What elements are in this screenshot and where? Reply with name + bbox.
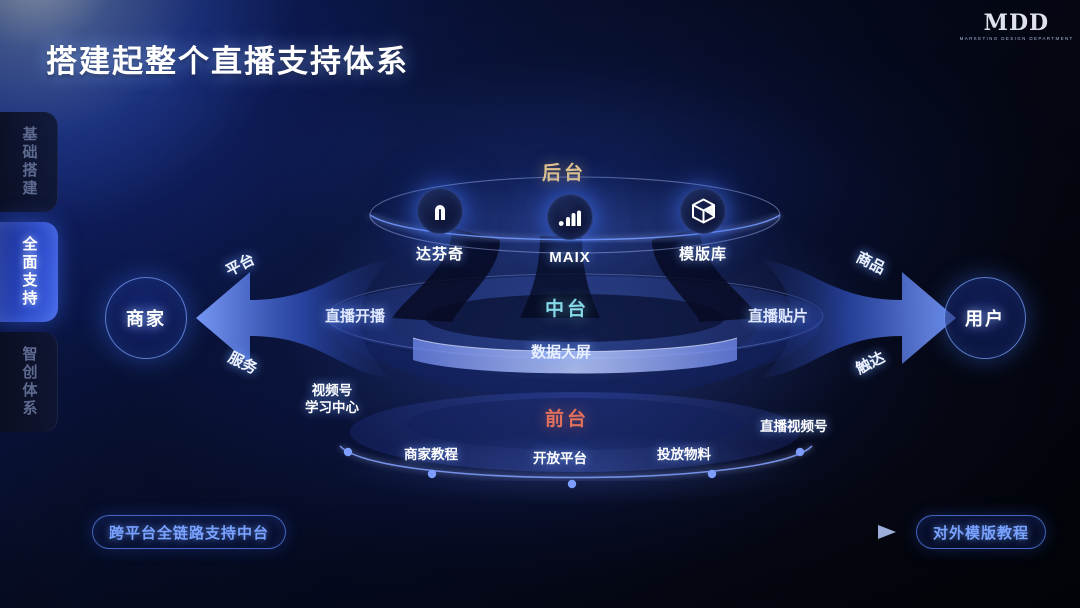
middle-label-live-start[interactable]: 直播开播 (325, 308, 386, 325)
front-label-ad-material[interactable]: 投放物料 (657, 447, 711, 462)
backend-item-davinci[interactable]: 达芬奇 (380, 188, 500, 264)
backend-item-maix[interactable]: MAIX (510, 194, 630, 266)
sidebar-item-full-support[interactable]: 全面支持 (0, 222, 58, 322)
footer-pill-right[interactable]: 对外模版教程 (915, 515, 1046, 549)
front-label-open-platform[interactable]: 开放平台 (533, 451, 587, 466)
sidebar-item-innovation[interactable]: 智创体系 (0, 332, 58, 432)
backend-label-davinci: 达芬奇 (415, 246, 464, 263)
arch-icon (417, 188, 463, 234)
front-label-learning-line2: 学习中心 (305, 399, 359, 415)
backend-item-template-library[interactable]: 模版库 (643, 188, 763, 264)
backend-label-template: 模版库 (678, 246, 727, 263)
logo-subtitle-text: MARKETING DESIGN DEPARTMENT (959, 36, 1074, 41)
node-user[interactable]: 用户 (944, 277, 1026, 359)
page-title: 搭建起整个直播支持体系 (46, 44, 409, 79)
front-label-learning-center[interactable]: 视频号 学习中心 (305, 383, 359, 417)
signal-wave-icon (547, 194, 593, 240)
layer-title-front: 前台 (545, 409, 590, 430)
middle-label-data-screen[interactable]: 数据大屏 (531, 344, 592, 361)
node-merchant[interactable]: 商家 (105, 277, 187, 359)
footer-pill-left[interactable]: 跨平台全链路支持中台 (92, 515, 287, 549)
layer-title-middle: 中台 (545, 299, 590, 320)
middle-label-live-ad[interactable]: 直播贴片 (748, 308, 809, 325)
cube-icon (680, 188, 726, 234)
front-label-merchant-tutorial[interactable]: 商家教程 (404, 447, 458, 462)
layer-title-backend: 后台 (542, 163, 587, 184)
logo-mark-text: MDD (983, 10, 1050, 36)
backend-label-maix: MAIX (549, 249, 591, 266)
front-label-live-channel[interactable]: 直播视频号 (760, 419, 828, 434)
front-label-learning-line1: 视频号 (311, 383, 353, 398)
sidebar-item-foundation[interactable]: 基础搭建 (0, 112, 58, 212)
brand-logo: MDD MARKETING DESIGN DEPARTMENT (959, 10, 1072, 41)
sidebar-nav: 基础搭建 全面支持 智创体系 (0, 112, 58, 442)
